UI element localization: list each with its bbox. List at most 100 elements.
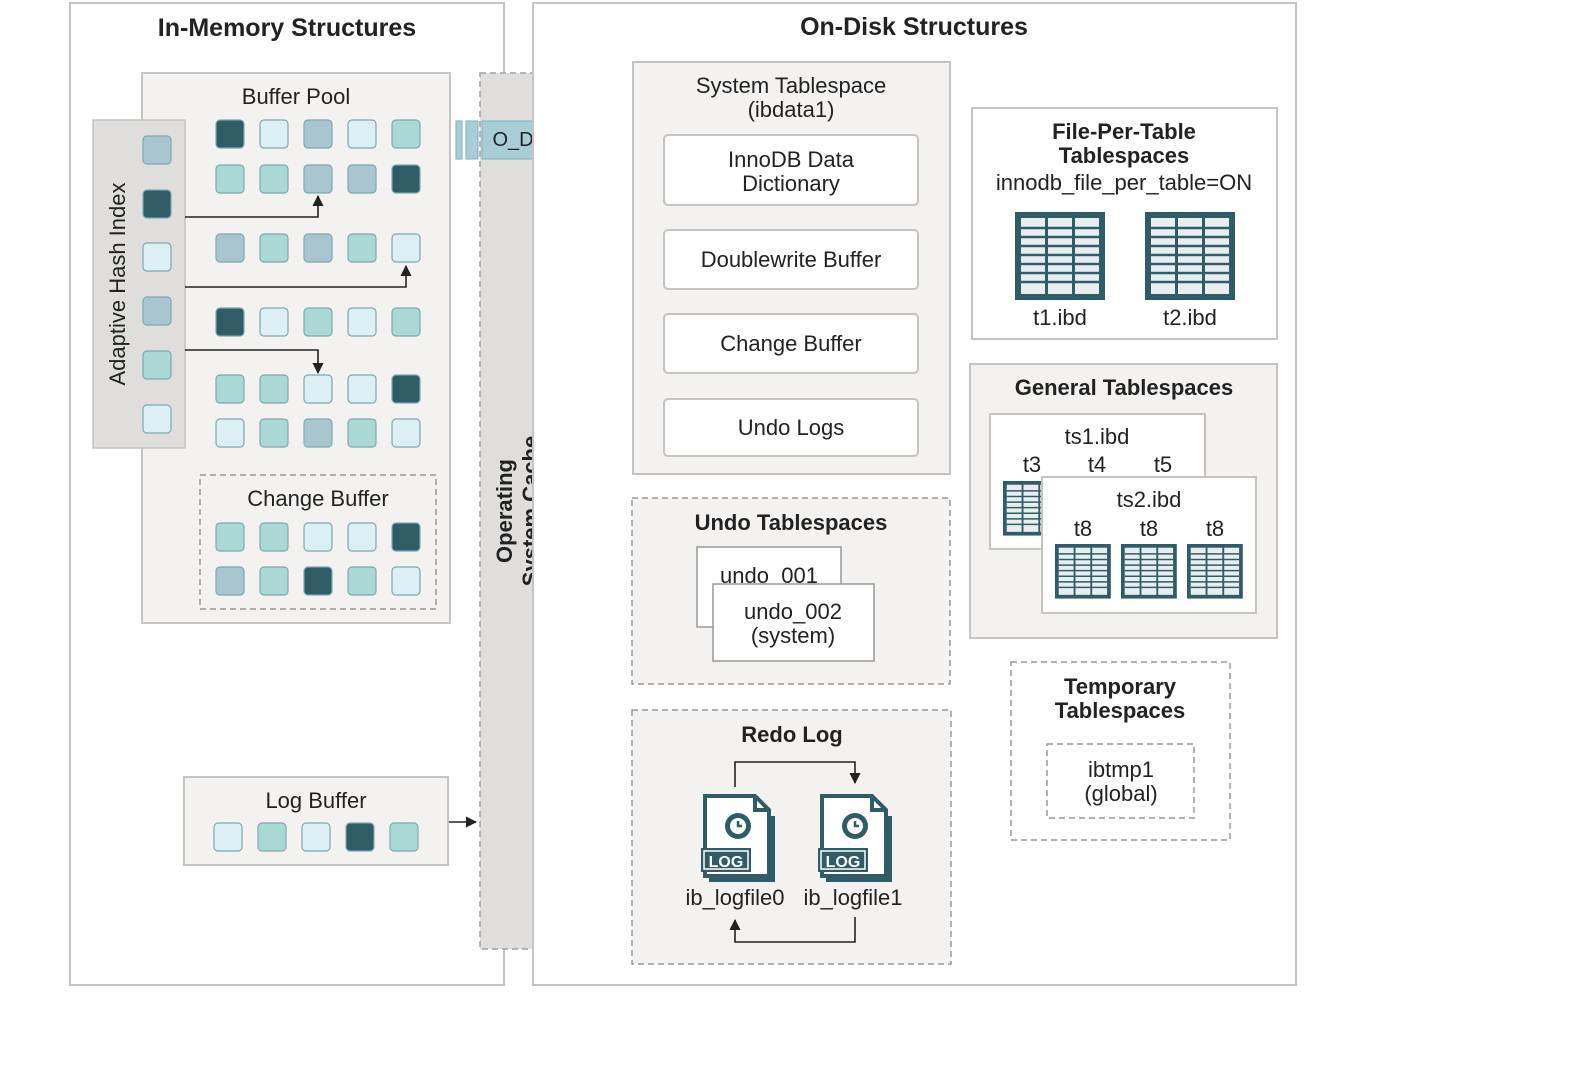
hash-pointer-arrows <box>185 194 412 375</box>
undo-tablespaces-title: Undo Tablespaces <box>695 510 888 535</box>
buffer-pool-page <box>215 307 245 337</box>
adaptive-hash-index-title: Adaptive Hash Index <box>105 182 130 385</box>
adaptive-hash-index-entries <box>142 135 172 434</box>
change-buffer-disk-box <box>663 313 919 374</box>
t4-label: t4 <box>1088 452 1106 477</box>
change-buffer-page <box>391 522 421 552</box>
t8-table-icon-2 <box>1120 543 1178 600</box>
system-tablespace-subtitle: (ibdata1) <box>748 97 835 122</box>
change-buffer-page <box>259 522 289 552</box>
buffer-pool-page <box>303 119 333 149</box>
buffer-pool-page <box>303 164 333 194</box>
buffer-pool-page <box>347 418 377 448</box>
change-buffer-memory-title: Change Buffer <box>247 486 388 511</box>
buffer-pool-page <box>259 307 289 337</box>
ts2-ibd-label: ts2.ibd <box>1117 487 1182 512</box>
change-buffer-pages <box>215 522 421 596</box>
ibtmp1-label: ibtmp1 <box>1088 757 1154 782</box>
buffer-pool-page <box>215 119 245 149</box>
hash-index-entry <box>142 350 172 380</box>
log-buffer-entries <box>213 822 419 852</box>
data-dictionary-line2: Dictionary <box>742 171 840 196</box>
buffer-pool-page <box>259 119 289 149</box>
undo-logs-box <box>663 398 919 457</box>
buffer-pool-page <box>303 307 333 337</box>
buffer-pool-page <box>215 418 245 448</box>
log-buffer-entry <box>213 822 243 852</box>
buffer-pool-page <box>347 307 377 337</box>
ib-logfile1-label: ib_logfile1 <box>803 885 902 910</box>
data-dictionary-line1: InnoDB Data <box>728 147 855 172</box>
ts1-ibd-label: ts1.ibd <box>1065 424 1130 449</box>
buffer-pool-page <box>391 418 421 448</box>
file-per-table-subtitle: Tablespaces <box>1059 143 1189 168</box>
change-buffer-page <box>259 566 289 596</box>
file-per-table-setting: innodb_file_per_table=ON <box>996 170 1252 195</box>
buffer-pool-page <box>347 233 377 263</box>
on-disk-title: On-Disk Structures <box>800 13 1028 41</box>
temporary-tablespaces-title: Temporary <box>1064 674 1177 699</box>
redo-log-title: Redo Log <box>741 722 842 747</box>
ib-logfile0-icon: LOG <box>699 794 775 882</box>
t2-table-icon <box>1143 210 1237 302</box>
t1-ibd-label: t1.ibd <box>1033 305 1087 330</box>
ibtmp1-box <box>1046 743 1195 819</box>
hash-index-entry <box>142 404 172 434</box>
buffer-pool-page <box>303 233 333 263</box>
log-buffer-entry <box>257 822 287 852</box>
ib-logfile0-label: ib_logfile0 <box>685 885 784 910</box>
buffer-pool-page <box>259 164 289 194</box>
buffer-pool-page <box>391 374 421 404</box>
change-buffer-page <box>347 566 377 596</box>
in-memory-title: In-Memory Structures <box>158 14 416 42</box>
log-buffer-title: Log Buffer <box>265 788 366 813</box>
change-buffer-page <box>303 566 333 596</box>
data-dictionary-box <box>663 134 919 206</box>
buffer-pool-title: Buffer Pool <box>242 84 350 109</box>
buffer-pool-page <box>303 418 333 448</box>
log-icon-label: LOG <box>826 854 861 871</box>
general-tablespaces-title: General Tablespaces <box>1015 375 1234 400</box>
buffer-pool-page <box>391 164 421 194</box>
adaptive-hash-index-panel <box>92 119 186 449</box>
t8-label-3: t8 <box>1206 516 1224 541</box>
undo-logs-label: Undo Logs <box>738 415 844 440</box>
system-tablespace-title: System Tablespace <box>696 73 886 98</box>
os-cache-line1: Operating <box>492 459 517 563</box>
doublewrite-buffer-label: Doublewrite Buffer <box>701 247 882 272</box>
t8-table-icon-1 <box>1054 543 1112 600</box>
hash-index-entry <box>142 242 172 272</box>
redo-log-panel <box>631 709 952 965</box>
buffer-pool-page <box>215 164 245 194</box>
change-buffer-memory-panel <box>199 474 437 610</box>
file-per-table-title: File-Per-Table <box>1052 119 1196 144</box>
undo-002-label: undo_002 <box>744 599 842 624</box>
hash-index-entry <box>142 135 172 165</box>
change-buffer-page <box>391 566 421 596</box>
t2-ibd-label: t2.ibd <box>1163 305 1217 330</box>
ibtmp1-sublabel: (global) <box>1084 781 1157 806</box>
buffer-pool-page <box>391 307 421 337</box>
log-icon-label: LOG <box>709 854 744 871</box>
hash-index-entry <box>142 296 172 326</box>
buffer-pool-page <box>215 233 245 263</box>
t8-table-icon-3 <box>1186 543 1244 600</box>
hash-index-entry <box>142 189 172 219</box>
log-buffer-entry <box>301 822 331 852</box>
buffer-pool-pages <box>215 119 421 448</box>
t3-label: t3 <box>1023 452 1041 477</box>
buffer-pool-page <box>391 119 421 149</box>
temporary-tablespaces-subtitle: Tablespaces <box>1055 698 1185 723</box>
t8-label-1: t8 <box>1074 516 1092 541</box>
redo-cycle-arrows <box>729 761 861 943</box>
change-buffer-page <box>215 566 245 596</box>
buffer-pool-page <box>347 164 377 194</box>
buffer-pool-page <box>347 119 377 149</box>
buffer-pool-page <box>391 233 421 263</box>
change-buffer-page <box>347 522 377 552</box>
change-buffer-page <box>303 522 333 552</box>
log-buffer-entry <box>389 822 419 852</box>
undo-002-sublabel: (system) <box>751 623 835 648</box>
change-buffer-page <box>215 522 245 552</box>
